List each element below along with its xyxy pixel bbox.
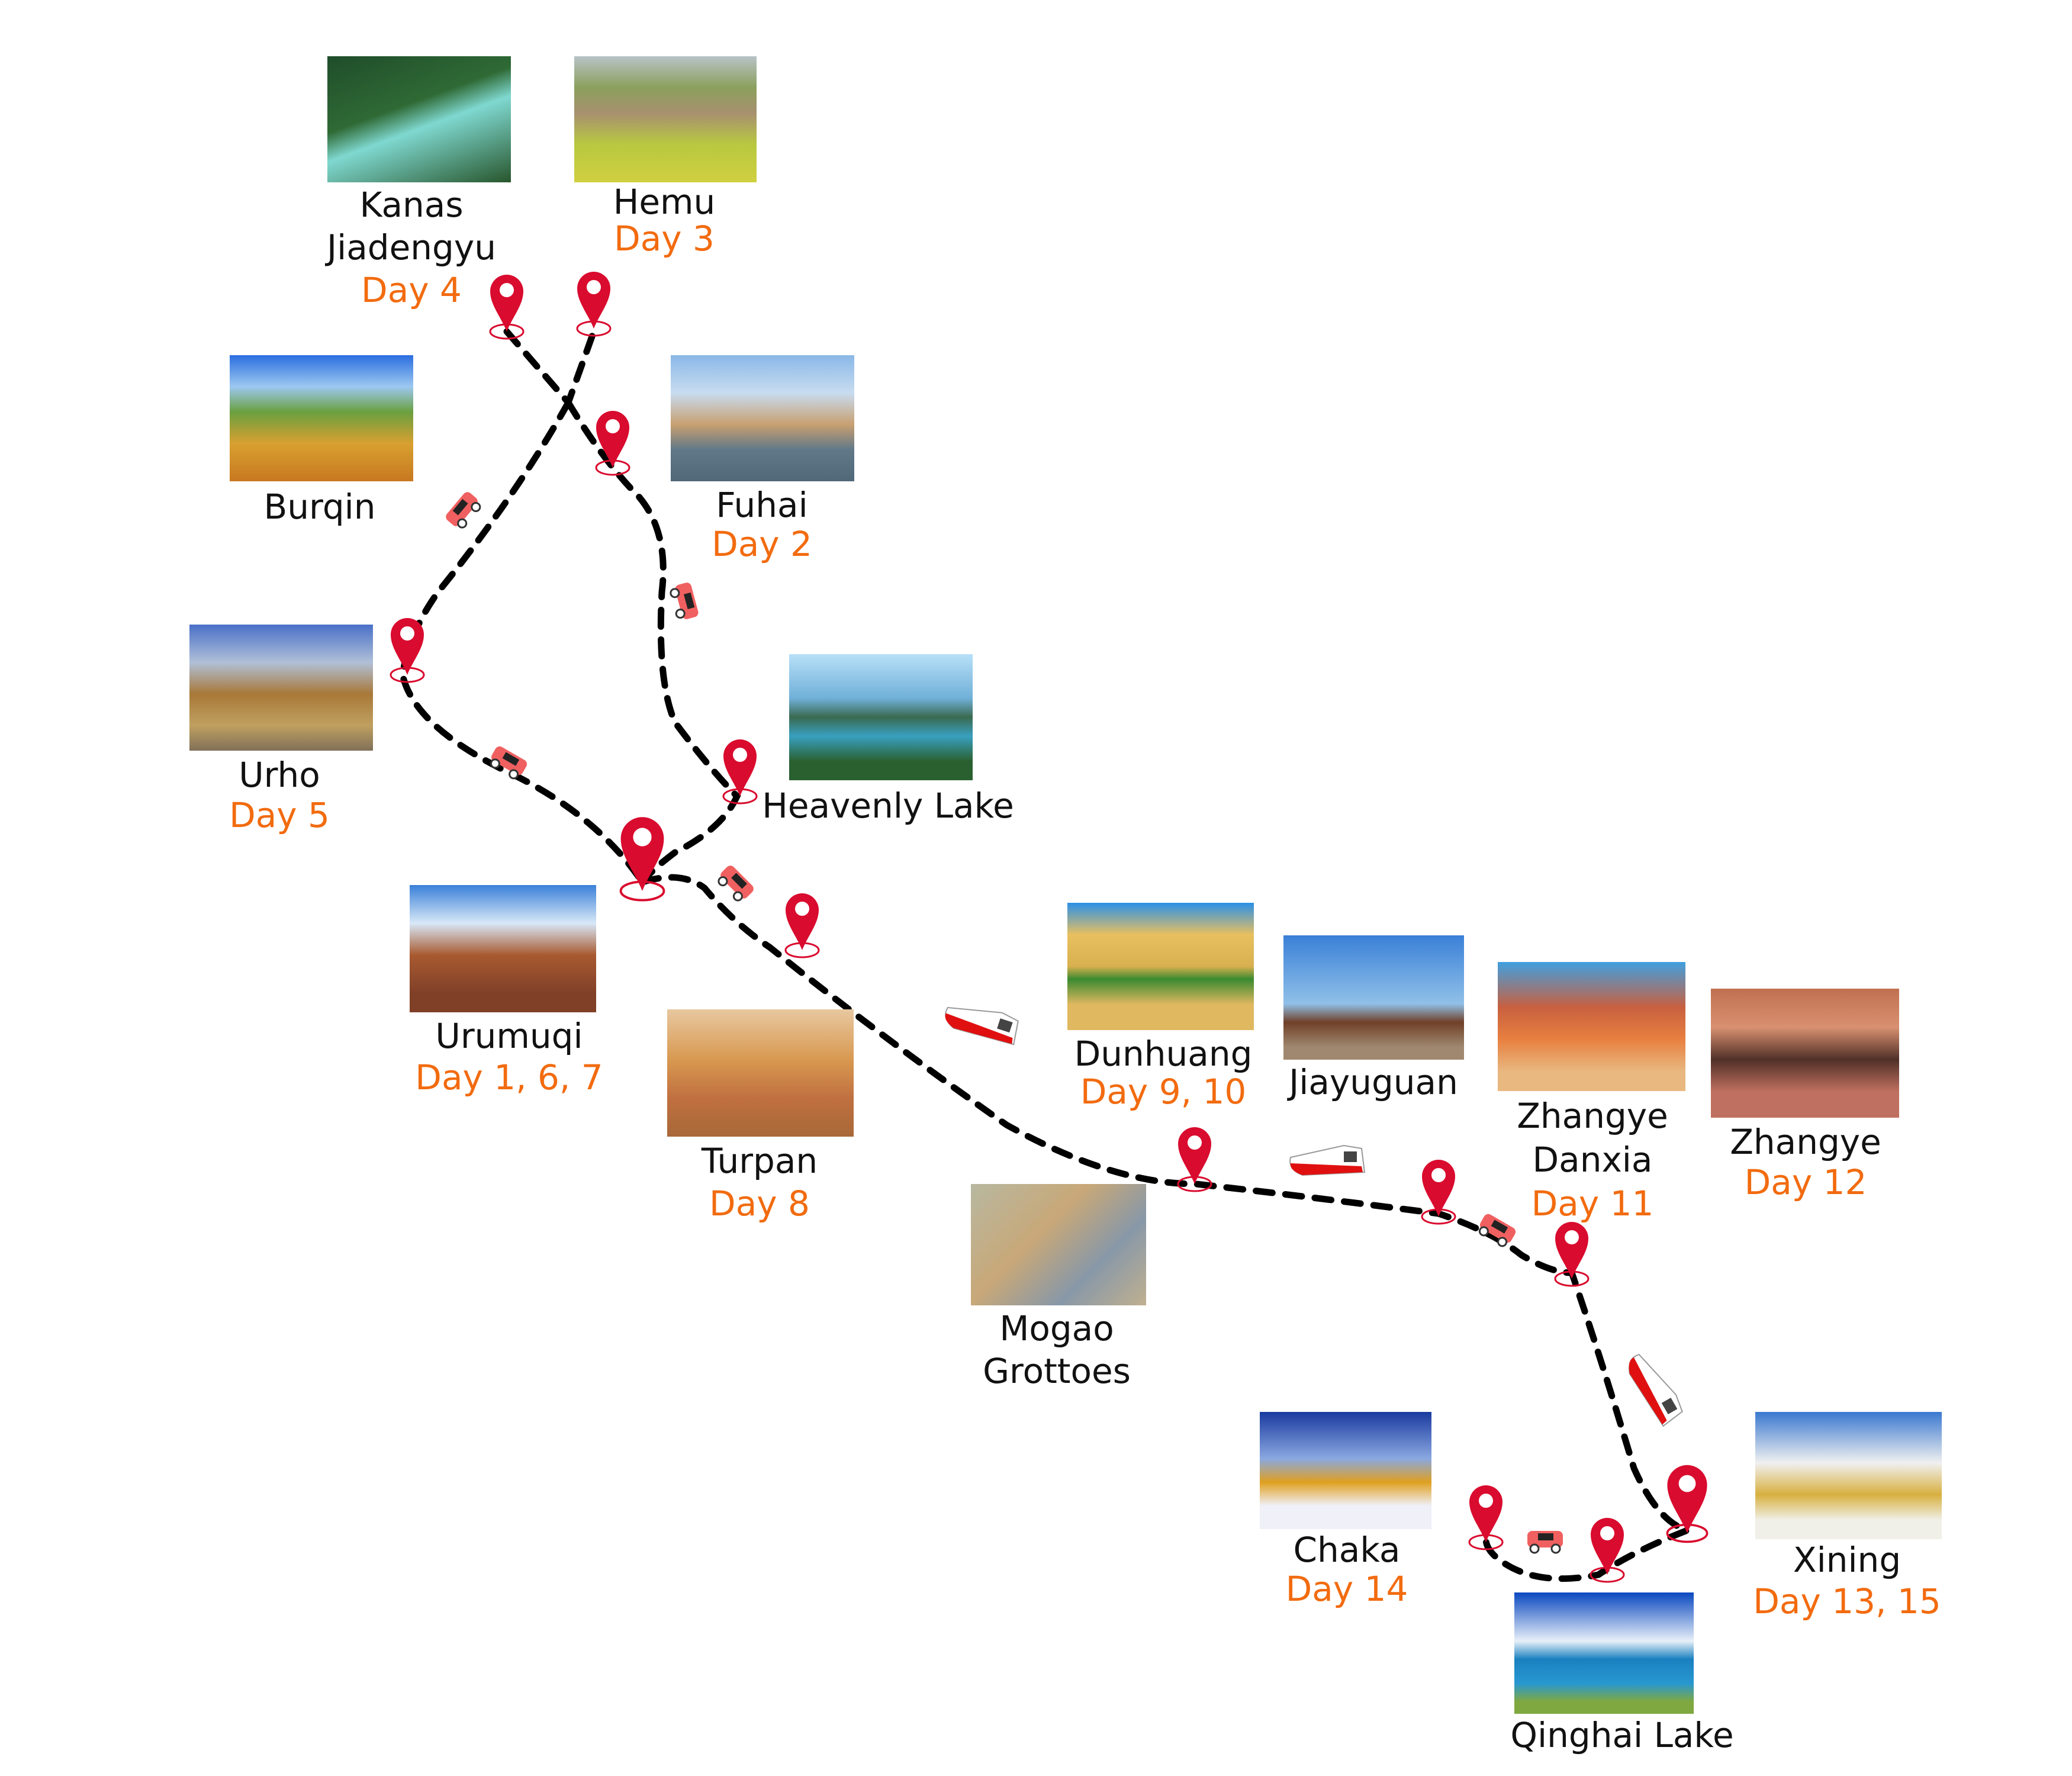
stop-name: Fuhai: [716, 485, 808, 525]
stop-label-qinghai-lake: Qinghai Lake: [1510, 1714, 1733, 1756]
stop-day: Day 1, 6, 7: [415, 1057, 603, 1098]
stop-label-hemu: Hemu Day 3: [613, 184, 716, 257]
photo-heavenly-lake: [789, 654, 973, 780]
photo-turpan: [667, 1009, 854, 1137]
photo-jiayuguan: [1283, 935, 1464, 1060]
stop-name: Zhangye: [1730, 1122, 1881, 1162]
photo-xining: [1755, 1412, 1942, 1539]
stop-day: Day 14: [1285, 1569, 1408, 1609]
stop-label-urumuqi: Urumuqi Day 1, 6, 7: [415, 1015, 603, 1098]
stop-name: Kanas Jiadengyu: [327, 185, 496, 268]
photo-mogao-grottoes: [971, 1184, 1146, 1305]
stop-name: Qinghai Lake: [1510, 1715, 1734, 1755]
photo-fuhai: [671, 355, 854, 481]
stop-day: Day 5: [229, 795, 330, 835]
stop-name: Turpan: [701, 1141, 818, 1181]
photo-qinghai-lake: [1514, 1592, 1694, 1714]
stop-name: Urumuqi: [435, 1016, 583, 1056]
stop-name: Dunhuang: [1074, 1034, 1253, 1074]
stop-label-zhangye: Zhangye Day 12: [1730, 1122, 1881, 1202]
photo-zhangye-danxia: [1498, 962, 1685, 1091]
stop-name: Urho: [239, 755, 320, 795]
stop-day: Day 12: [1744, 1162, 1867, 1202]
stop-name: Zhangye Danxia: [1517, 1096, 1668, 1180]
stop-name: Xining: [1793, 1540, 1902, 1580]
stop-name: Mogao Grottoes: [983, 1308, 1131, 1391]
photo-urho: [189, 625, 373, 751]
stop-label-dunhuang: Dunhuang Day 9, 10: [1074, 1035, 1253, 1111]
stop-name: Heavenly Lake: [762, 786, 1014, 826]
stop-label-jiayuguan: Jiayuguan: [1289, 1061, 1458, 1103]
stop-day: Day 2: [712, 524, 812, 564]
photo-zhangye: [1711, 989, 1899, 1118]
stop-day: Day 4: [361, 270, 462, 310]
stop-label-heavenly-lake: Heavenly Lake: [762, 784, 1014, 827]
photo-burqin: [230, 355, 413, 481]
stop-day: Day 9, 10: [1080, 1072, 1247, 1112]
photo-chaka: [1260, 1412, 1431, 1529]
stop-name: Jiayuguan: [1289, 1062, 1458, 1102]
stop-name: Chaka: [1293, 1530, 1401, 1570]
stop-label-burqin: Burqin: [263, 485, 375, 528]
stop-day: Day 13, 15: [1753, 1581, 1941, 1621]
stop-name: Burqin: [263, 487, 376, 527]
stop-day: Day 11: [1531, 1183, 1654, 1224]
stop-label-fuhai: Fuhai Day 2: [712, 485, 812, 564]
photo-hemu: [574, 56, 757, 182]
stop-label-zhangye-danxia: Zhangye Danxia Day 11: [1517, 1094, 1668, 1225]
stop-label-mogao-grottoes: Mogao Grottoes: [983, 1307, 1131, 1392]
photo-dunhuang: [1067, 903, 1254, 1030]
stop-label-chaka: Chaka Day 14: [1286, 1530, 1408, 1608]
photo-urumuqi: [410, 885, 596, 1012]
stop-label-turpan: Turpan Day 8: [702, 1140, 818, 1225]
photo-kanas: [327, 56, 511, 182]
stop-label-urho: Urho Day 5: [229, 755, 330, 835]
stop-name: Hemu: [613, 182, 716, 222]
stop-day: Day 8: [709, 1183, 810, 1224]
stop-label-kanas: Kanas Jiadengyu Day 4: [327, 184, 496, 311]
stop-label-xining: Xining Day 13, 15: [1753, 1539, 1941, 1622]
stop-day: Day 3: [614, 218, 715, 259]
